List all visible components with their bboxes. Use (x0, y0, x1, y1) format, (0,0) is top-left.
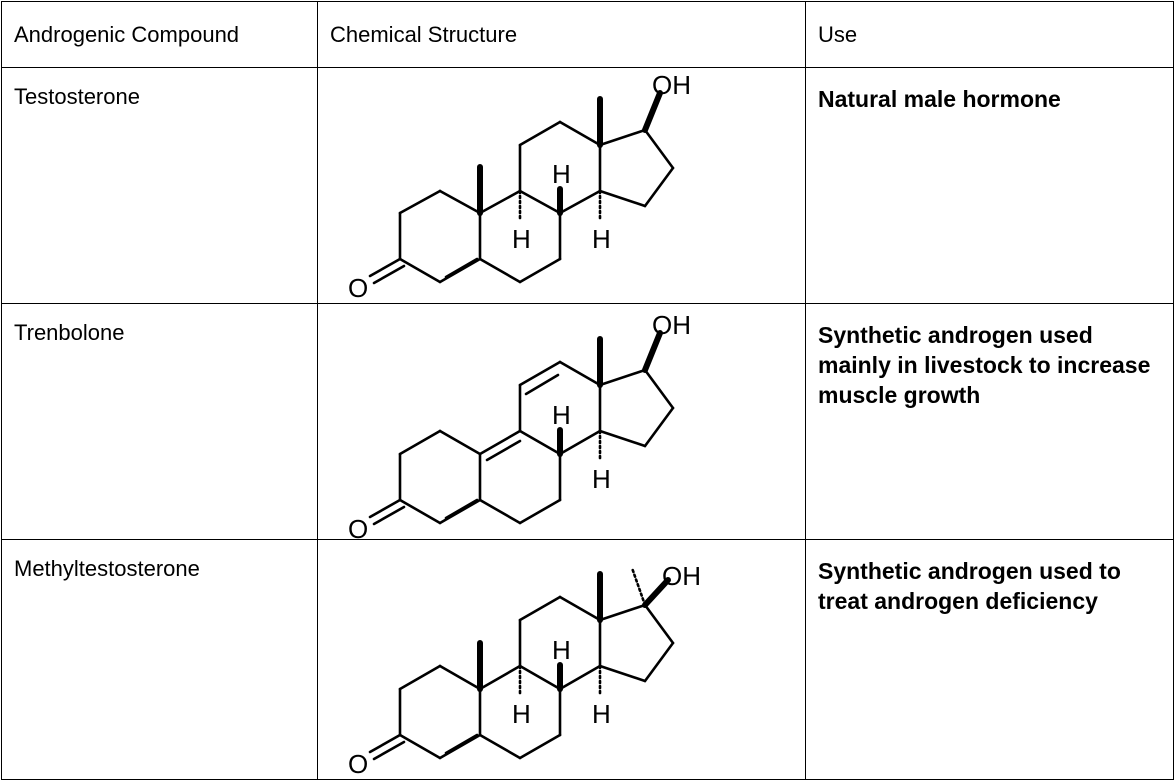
hydroxyl-label: OH (662, 561, 701, 591)
hydrogen-label: H (512, 224, 531, 254)
chemical-structure-testosterone: O OH H H H (317, 67, 806, 304)
hydrogen-label: H (592, 464, 611, 494)
table-row: Trenbolone (1, 303, 1174, 544)
table-row: Methyltestosterone (1, 539, 1174, 780)
chemical-structure-methyltestosterone: O OH H H H (317, 539, 806, 780)
header-androgenic-compound: Androgenic Compound (1, 1, 318, 68)
header-use: Use (805, 1, 1174, 68)
compound-name: Methyltestosterone (1, 539, 318, 780)
table-row: Testosterone (1, 67, 1174, 304)
compound-use: Natural male hormone (805, 67, 1174, 304)
header-chemical-structure: Chemical Structure (317, 1, 806, 68)
hydroxyl-label: OH (652, 310, 691, 340)
chemical-structure-trenbolone: O OH H H (317, 303, 806, 544)
testosterone-structure-drawing: O OH H H H (348, 70, 691, 303)
hydrogen-label: H (512, 699, 531, 729)
methyltestosterone-structure-drawing: O OH H H H (348, 561, 701, 779)
hydrogen-label: H (552, 159, 571, 189)
hydrogen-label: H (552, 635, 571, 665)
trenbolone-structure-drawing: O OH H H (348, 310, 691, 544)
hydrogen-label: H (552, 400, 571, 430)
hydroxyl-label: OH (652, 70, 691, 100)
table-header-row: Androgenic Compound Chemical Structure U… (1, 1, 1174, 68)
compound-use: Synthetic androgen used mainly in livest… (805, 303, 1174, 540)
oxygen-label: O (348, 749, 368, 779)
compound-name: Testosterone (1, 67, 318, 304)
compound-use: Synthetic androgen used to treat androge… (805, 539, 1174, 780)
oxygen-label: O (348, 514, 368, 544)
hydrogen-label: H (592, 224, 611, 254)
hydrogen-label: H (592, 699, 611, 729)
oxygen-label: O (348, 273, 368, 303)
compound-name: Trenbolone (1, 303, 318, 540)
